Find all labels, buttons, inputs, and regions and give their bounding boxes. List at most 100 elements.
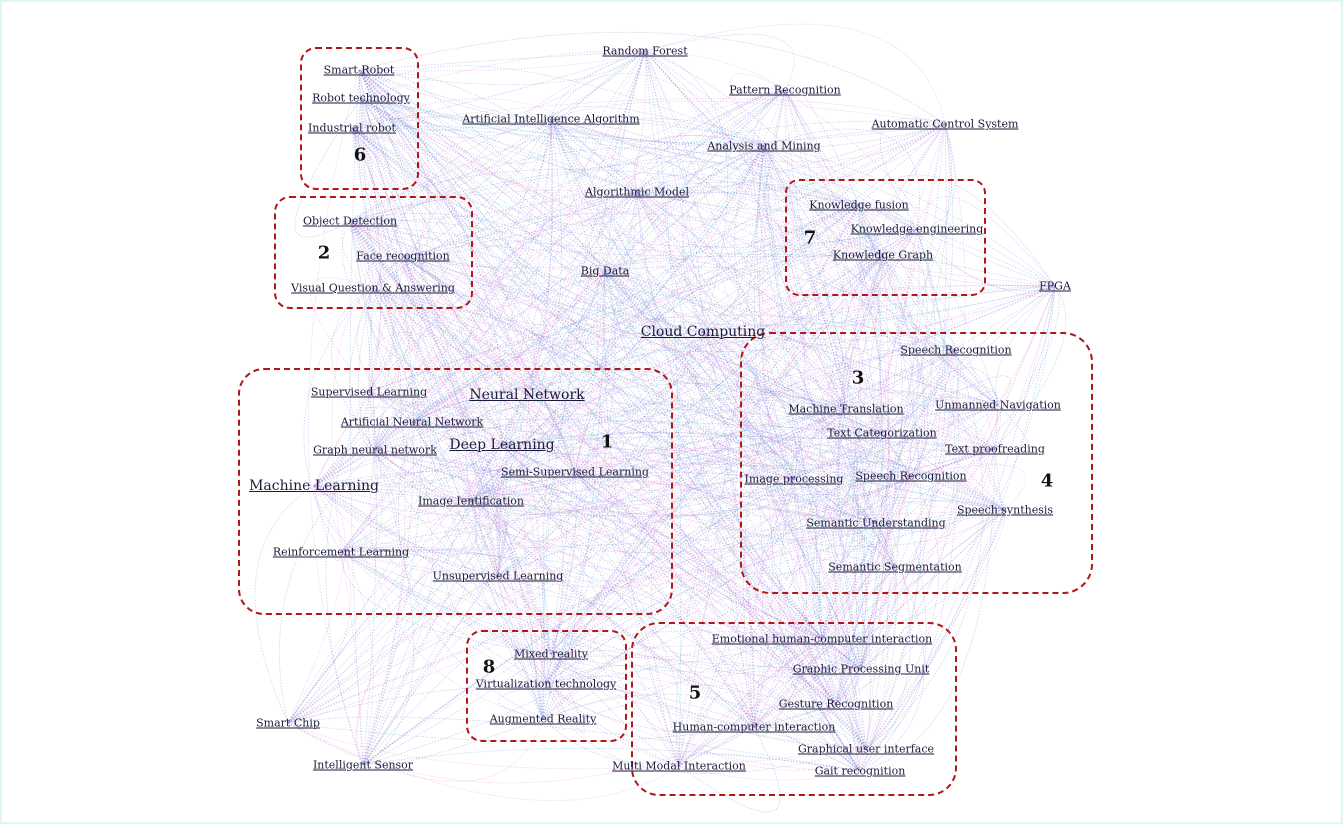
node-vqa[interactable]: Visual Question & Answering (291, 281, 455, 295)
node-gesture-recognition[interactable]: Gesture Recognition (778, 697, 894, 711)
edge-line (604, 270, 823, 640)
node-gui[interactable]: Graphical user interface (797, 742, 935, 756)
node-gpu[interactable]: Graphic Processing Unit (792, 662, 930, 676)
node-industrial-robot[interactable]: Industrial robot (308, 121, 396, 135)
edge-line (313, 285, 1056, 487)
node-knowledge-graph[interactable]: Knowledge Graph (832, 248, 934, 262)
node-smart-robot[interactable]: Smart Robot (323, 63, 395, 77)
node-robot-technology[interactable]: Robot technology (312, 91, 410, 105)
cluster-label-6: 6 (353, 144, 367, 166)
edge-line (358, 69, 704, 333)
node-hci[interactable]: Human-computer interaction (672, 720, 836, 734)
node-text-categorization[interactable]: Text Categorization (827, 426, 937, 440)
edge-line (873, 254, 996, 450)
edge-line (402, 255, 1056, 326)
edge-line (819, 254, 884, 640)
edge-line (574, 471, 755, 728)
edge-line (835, 254, 914, 705)
node-analysis-mining[interactable]: Analysis and Mining (707, 139, 821, 153)
edge-line (358, 69, 896, 568)
node-virtualization-technology[interactable]: Virtualization technology (475, 677, 617, 691)
edge-line (501, 349, 957, 455)
node-smart-chip[interactable]: Smart Chip (256, 716, 320, 730)
node-semantic-understanding[interactable]: Semantic Understanding (806, 516, 946, 530)
edge-line (678, 285, 1056, 767)
edge-line (349, 287, 472, 502)
edge-line (287, 394, 528, 724)
node-machine-translation[interactable]: Machine Translation (788, 402, 904, 416)
node-emotional-hci[interactable]: Emotional human-computer interaction (711, 632, 933, 646)
edge-line (753, 123, 946, 728)
node-artificial-neural-network[interactable]: Artificial Neural Network (340, 415, 484, 429)
node-multimodal-interaction[interactable]: Multi Modal Interaction (612, 759, 746, 773)
edge-line (880, 117, 946, 230)
node-machine-learning[interactable]: Machine Learning (249, 478, 379, 494)
node-fpga[interactable]: FPGA (1039, 279, 1071, 293)
node-image-processing[interactable]: Image processing (744, 472, 844, 486)
edge-line (351, 98, 638, 193)
edge-line (756, 145, 795, 480)
edge-line (545, 404, 999, 685)
node-unmanned-navigation[interactable]: Unmanned Navigation (935, 398, 1061, 412)
node-graph-neural-network[interactable]: Graph neural network (313, 443, 437, 457)
edge-line (550, 475, 912, 655)
edge-line (784, 89, 1006, 511)
node-intelligent-sensor[interactable]: Intelligent Sensor (312, 758, 414, 772)
node-ai-algorithm[interactable]: Artificial Intelligence Algorithm (462, 112, 640, 126)
edge-line (470, 500, 1006, 517)
node-algorithmic-model[interactable]: Algorithmic Model (585, 185, 689, 199)
edge-line (636, 181, 704, 333)
edge-line (496, 444, 680, 767)
edge-line (763, 145, 867, 750)
node-unsupervised-learning[interactable]: Unsupervised Learning (432, 569, 564, 583)
edge-line (636, 191, 861, 772)
edge-line (313, 123, 946, 487)
node-speech-recognition-top[interactable]: Speech Recognition (900, 343, 1012, 357)
node-gait-recognition[interactable]: Gait recognition (814, 764, 906, 778)
node-speech-recognition-mid[interactable]: Speech Recognition (855, 469, 967, 483)
node-semantic-segmentation[interactable]: Semantic Segmentation (828, 560, 962, 574)
node-knowledge-fusion[interactable]: Knowledge fusion (809, 198, 909, 212)
edge-line (702, 331, 896, 568)
node-face-recognition[interactable]: Face recognition (356, 249, 450, 263)
edge-line (374, 449, 861, 772)
node-neural-network[interactable]: Neural Network (469, 387, 585, 403)
edge-line (526, 118, 553, 396)
edge-line (501, 331, 704, 446)
edge-line (358, 69, 576, 473)
node-reinforcement-learning[interactable]: Reinforcement Learning (272, 545, 410, 559)
node-object-detection[interactable]: Object Detection (302, 214, 398, 228)
node-augmented-reality[interactable]: Augmented Reality (489, 712, 597, 726)
node-pattern-recognition[interactable]: Pattern Recognition (729, 83, 841, 97)
node-random-forest[interactable]: Random Forest (602, 44, 688, 58)
node-text-proofreading[interactable]: Text proofreading (945, 442, 1045, 456)
node-speech-synthesis[interactable]: Speech synthesis (956, 503, 1054, 517)
edge-line (287, 485, 346, 724)
edge-line (368, 331, 704, 393)
edge-line (550, 116, 1056, 287)
node-semi-supervised-learning[interactable]: Semi-Supervised Learning (501, 465, 649, 479)
edge-line (678, 703, 867, 767)
edge-line (678, 509, 1006, 767)
edge-line (784, 89, 883, 434)
edge-line (793, 396, 999, 480)
edge-line (358, 69, 528, 396)
node-mixed-reality[interactable]: Mixed reality (513, 647, 589, 661)
edge-line (374, 449, 862, 670)
edge-line (411, 204, 860, 423)
edge-line (785, 522, 877, 652)
edge-line (501, 444, 683, 767)
edge-line (372, 50, 646, 289)
edge-line (702, 331, 912, 477)
edge-line (763, 145, 859, 705)
node-cloud-computing[interactable]: Cloud Computing (640, 324, 766, 340)
node-knowledge-engineering[interactable]: Knowledge engineering (850, 222, 984, 236)
edge-line (340, 432, 883, 553)
node-image-identification[interactable]: Image Ientification (418, 494, 524, 508)
node-big-data[interactable]: Big Data (580, 264, 630, 278)
node-automatic-control-system[interactable]: Automatic Control System (871, 117, 1019, 131)
node-supervised-learning[interactable]: Supervised Learning (310, 385, 428, 399)
edge-line (651, 145, 765, 767)
edge-line (531, 625, 552, 720)
node-deep-learning[interactable]: Deep Learning (449, 437, 555, 453)
